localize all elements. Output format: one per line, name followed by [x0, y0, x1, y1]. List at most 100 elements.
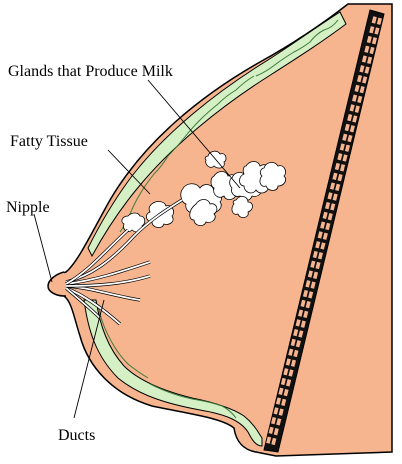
- rib-cell: [352, 94, 358, 102]
- rib-cell: [275, 397, 282, 405]
- rib-cell: [298, 309, 304, 317]
- rib-cell: [288, 348, 294, 356]
- rib-cell: [367, 56, 373, 64]
- rib-cell: [335, 183, 341, 191]
- rib-cell: [298, 330, 304, 338]
- fatty-tissue-vein: [97, 303, 149, 379]
- rib-cell: [317, 252, 324, 260]
- rib-cell: [320, 242, 326, 250]
- rib-cell: [310, 281, 316, 289]
- rib-cell: [300, 320, 306, 328]
- rib-cell: [371, 37, 378, 45]
- rib-cell: [285, 358, 291, 366]
- duct-lumen: [65, 287, 121, 325]
- rib-cell: [344, 144, 351, 152]
- leader-fatty: [107, 149, 151, 195]
- rib-cell: [369, 46, 375, 55]
- rib-cell: [329, 182, 336, 190]
- rib-cell: [290, 338, 296, 347]
- rib-cell: [349, 125, 355, 133]
- label-ducts: Ducts: [58, 427, 95, 444]
- rib-cell: [347, 114, 353, 122]
- rib-cell: [322, 211, 328, 220]
- rib-cell: [310, 260, 316, 268]
- rib-cell: [293, 349, 299, 358]
- rib-cell: [340, 164, 346, 172]
- rib-cell: [325, 222, 331, 231]
- rib-cell: [280, 377, 286, 386]
- rib-cell: [325, 201, 331, 210]
- rib-cell: [354, 84, 360, 92]
- gland-lobule: [189, 199, 218, 226]
- label-glands: Glands that Produce Milk: [8, 63, 173, 80]
- rib-cell: [356, 74, 363, 83]
- duct-lumen: [65, 261, 151, 285]
- rib-cell: [369, 26, 375, 34]
- rib-cell: [364, 45, 370, 53]
- rib-cell: [344, 123, 350, 132]
- rib-cell: [339, 143, 345, 151]
- rib-cell: [317, 231, 323, 239]
- rib-cell: [347, 134, 353, 143]
- rib-cell: [352, 115, 358, 123]
- rib-cell: [349, 104, 355, 112]
- rib-cell: [305, 280, 311, 288]
- rib-cell: [315, 261, 321, 270]
- rib-cell: [322, 232, 328, 240]
- rib-cell: [376, 17, 382, 25]
- rib-cell: [273, 428, 279, 436]
- duct-lumen: [65, 199, 183, 283]
- rib-cell: [366, 35, 372, 44]
- rib-cell: [307, 270, 313, 278]
- rib-cell: [293, 329, 299, 337]
- leader-glands: [147, 79, 241, 189]
- rib-cell: [342, 133, 348, 141]
- duct-lumen: [65, 275, 151, 287]
- leader-nipple: [33, 213, 53, 283]
- rib-cell: [283, 388, 289, 397]
- rib-cell: [273, 407, 279, 415]
- rib-cell: [266, 436, 272, 444]
- gland-lobule: [231, 196, 253, 218]
- rib-cell: [278, 387, 284, 395]
- rib-cell: [315, 241, 321, 249]
- fatty-tissue-vein: [149, 383, 237, 419]
- rib-cell: [308, 291, 314, 299]
- rib-cell: [271, 416, 277, 425]
- leader-ducts: [73, 299, 105, 419]
- rib-cell: [364, 66, 370, 74]
- rib-cell: [276, 418, 282, 426]
- fatty-tissue-vein: [183, 75, 255, 139]
- nipple: [47, 271, 67, 297]
- rib-cell: [283, 368, 289, 376]
- rib-cell: [332, 193, 338, 201]
- fatty-tissue-band-lower: [83, 299, 263, 447]
- rib-cell: [300, 299, 306, 307]
- label-fatty-tissue: Fatty Tissue: [10, 133, 88, 150]
- rib-cell: [374, 27, 380, 35]
- rib-cell: [361, 55, 367, 63]
- rib-cell: [281, 398, 287, 406]
- rib-cell: [327, 213, 333, 221]
- rib-cell: [327, 192, 333, 200]
- label-nipple: Nipple: [6, 199, 50, 216]
- rib-cell: [295, 319, 301, 327]
- rib-cell: [342, 154, 348, 162]
- rib-cell: [332, 172, 338, 180]
- rib-cell: [278, 408, 284, 416]
- rib-cell: [288, 369, 294, 377]
- chest-wall-rib: [263, 9, 385, 453]
- rib-cell: [330, 203, 336, 211]
- rib-cell: [295, 340, 301, 348]
- rib-cell: [359, 65, 365, 73]
- fatty-tissue-vein: [255, 19, 339, 77]
- rib-cell: [271, 437, 277, 446]
- rib-cell: [354, 105, 360, 113]
- fatty-tissue-band-upper: [87, 11, 347, 258]
- rib-cell: [359, 85, 365, 94]
- rib-cell: [362, 76, 368, 84]
- rib-cell: [334, 162, 340, 171]
- rib-cell: [313, 271, 319, 279]
- rib-cell: [290, 359, 297, 367]
